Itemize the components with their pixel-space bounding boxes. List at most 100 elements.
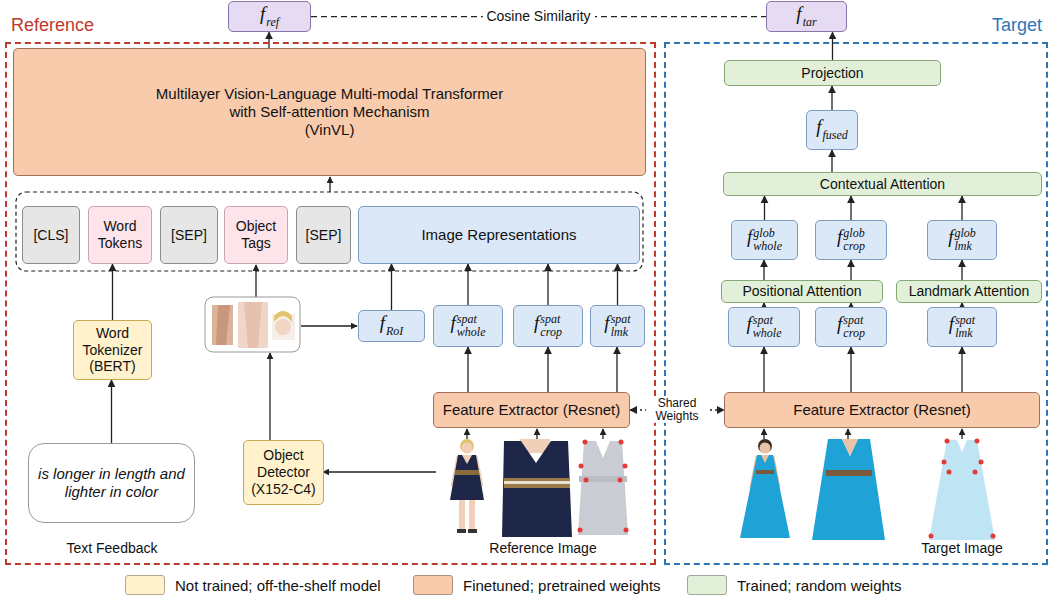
legend-swatch <box>687 575 727 595</box>
math-symbol: fspatwhole <box>747 314 782 340</box>
neckline <box>462 455 472 464</box>
box-label: Word Tokens <box>93 218 147 252</box>
token-box: Object Tags <box>224 206 288 264</box>
face <box>275 319 291 335</box>
script-stack: spatlmk <box>955 314 975 340</box>
script-stack: globwhole <box>753 227 782 253</box>
arm-crop <box>212 305 233 345</box>
math-symbol: fgloblmk <box>948 227 976 253</box>
landmark-dot <box>584 478 589 483</box>
superscript: spat <box>457 313 486 326</box>
math-symbol: fspatlmk <box>949 314 975 340</box>
script-stack: spatwhole <box>753 314 782 340</box>
box-label: [CLS] <box>33 227 68 244</box>
box-label: [SEP] <box>171 227 207 244</box>
math-symbol: fref <box>260 4 279 29</box>
arrow <box>466 429 467 439</box>
landmark-dot <box>979 460 984 465</box>
symbol-letter: f <box>816 116 821 137</box>
math-symbol: fspatcrop <box>534 313 562 339</box>
target-photos <box>740 439 996 541</box>
script-stack: spatlmk <box>611 313 631 339</box>
reference-photos <box>450 439 629 537</box>
symbol-letter: f <box>837 226 842 247</box>
arrow <box>763 429 764 439</box>
math-symbol: fspatcrop <box>837 314 865 340</box>
feature-box: fspatwhole <box>728 307 800 347</box>
arrow <box>847 429 848 439</box>
hair <box>758 439 772 453</box>
legend-swatch <box>413 575 453 595</box>
symbol-letter: f <box>534 312 539 333</box>
subscript: crop <box>843 240 865 253</box>
symbol-letter: f <box>837 313 842 334</box>
subscript: lmk <box>954 240 975 253</box>
dress-crop <box>502 441 572 537</box>
connector <box>617 264 618 305</box>
region-heading: Target <box>666 15 1046 37</box>
connector <box>467 264 468 305</box>
symbol-letter: f <box>380 312 385 333</box>
connector <box>961 196 962 220</box>
landmark-dot <box>945 439 950 444</box>
arrow <box>961 429 962 439</box>
math-symbol: fspatwhole <box>451 313 486 339</box>
subscript: whole <box>753 240 782 253</box>
model-box: Feature Extractor (Resnet) <box>724 392 1040 428</box>
feature-box: fspatwhole <box>433 305 503 347</box>
dress <box>450 455 484 500</box>
landmark-photo <box>578 441 628 535</box>
superscript: glob <box>843 227 865 240</box>
connector <box>547 347 548 392</box>
arrow <box>536 429 537 439</box>
script-stack: fused <box>822 129 847 142</box>
symbol-letter: f <box>451 312 456 333</box>
landmark-dot <box>624 528 629 533</box>
neckline <box>761 455 769 463</box>
feature-box: fglobwhole <box>731 220 798 260</box>
landmark-dot <box>583 440 588 445</box>
module-box: Contextual Attention <box>723 172 1042 196</box>
leg <box>469 500 475 530</box>
symbol-letter: f <box>796 3 801 24</box>
neckline <box>842 439 858 456</box>
crop-frame <box>205 297 300 352</box>
symbol-letter: f <box>747 313 752 334</box>
token-box: Word Tokens <box>88 206 152 264</box>
skin-crop <box>238 302 268 348</box>
landmark-dot <box>619 440 624 445</box>
landmark-dot <box>623 464 628 469</box>
module-box: Positional Attention <box>721 280 883 303</box>
connector <box>831 150 832 172</box>
connector <box>112 264 113 320</box>
head <box>462 443 473 454</box>
connector <box>850 260 851 280</box>
feature-box: fgloblmk <box>927 220 997 260</box>
arm-shape <box>216 305 230 345</box>
box-label: Image Representations <box>421 226 576 244</box>
subscript: crop <box>843 327 865 340</box>
connector <box>547 264 548 305</box>
math-symbol: ffused <box>816 117 848 142</box>
text-feedback-box: is longer in length and lighter in color <box>28 443 195 523</box>
math-symbol: fglobwhole <box>747 227 782 253</box>
connector <box>961 347 962 392</box>
belt <box>826 470 872 476</box>
region-frame: TargetProjectionffusedContextual Attenti… <box>664 42 1048 565</box>
superscript: spat <box>611 313 631 326</box>
connector <box>850 347 851 392</box>
shoe <box>457 529 466 533</box>
connector <box>467 347 468 392</box>
script-stack: spatcrop <box>540 313 562 339</box>
box-label: Object Tags <box>229 218 283 252</box>
belt-stripe <box>504 481 570 484</box>
subscript: tar <box>803 16 817 29</box>
feature-box: fRoI <box>358 310 425 342</box>
feature-box: fspatcrop <box>815 307 887 347</box>
connector <box>268 32 269 48</box>
arrow <box>602 429 603 439</box>
caption-label: Reference Image <box>489 540 596 556</box>
connector <box>391 264 392 310</box>
arrow <box>269 353 270 440</box>
